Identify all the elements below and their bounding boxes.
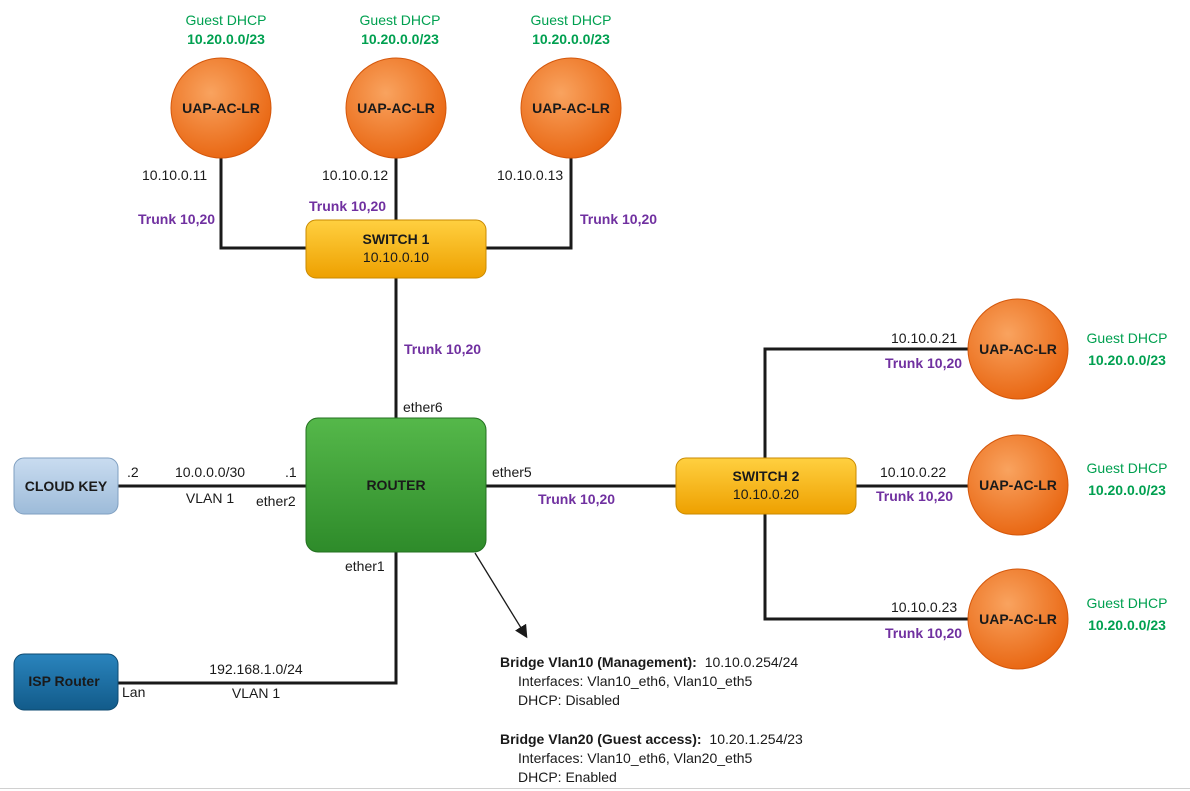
switch-ip: 10.10.0.10 xyxy=(363,249,429,265)
cloud-key-subnet: 10.0.0.0/30 xyxy=(175,464,245,480)
link-ap3-switch1 xyxy=(486,158,573,250)
router-host: .1 xyxy=(285,464,297,480)
ap-ip: 10.10.0.22 xyxy=(880,464,946,480)
bottom-divider xyxy=(0,788,1190,789)
bridge-vlan10-name: Bridge Vlan10 (Management): xyxy=(500,654,697,670)
access-point-1[interactable]: UAP-AC-LR xyxy=(170,57,272,159)
guest-dhcp-title: Guest DHCP xyxy=(1087,330,1168,346)
ap-label: UAP-AC-LR xyxy=(979,611,1057,627)
trunk-label: Trunk 10,20 xyxy=(538,491,615,507)
access-point-6[interactable]: UAP-AC-LR xyxy=(967,568,1069,670)
access-point-4[interactable]: UAP-AC-LR xyxy=(967,298,1069,400)
guest-dhcp-subnet: 10.20.0.0/23 xyxy=(1088,482,1166,498)
switch-ip: 10.10.0.20 xyxy=(733,486,799,502)
ap-label: UAP-AC-LR xyxy=(532,100,610,116)
bridge-vlan10-line: Bridge Vlan10 (Management): 10.10.0.254/… xyxy=(500,654,798,670)
cloud-key-host: .2 xyxy=(127,464,139,480)
guest-dhcp-title: Guest DHCP xyxy=(360,12,441,28)
bridge-info: Bridge Vlan10 (Management): 10.10.0.254/… xyxy=(500,654,803,785)
bridge-vlan10-interfaces: Interfaces: Vlan10_eth6, Vlan10_eth5 xyxy=(518,673,753,689)
port-ether6: ether6 xyxy=(403,399,443,415)
guest-dhcp-subnet: 10.20.0.0/23 xyxy=(1088,617,1166,633)
cloud-key[interactable]: CLOUD KEY xyxy=(13,457,119,515)
port-ether5: ether5 xyxy=(492,464,532,480)
guest-dhcp-subnet: 10.20.0.0/23 xyxy=(361,31,439,47)
ap-ip: 10.10.0.11 xyxy=(142,167,207,183)
guest-dhcp-title: Guest DHCP xyxy=(1087,460,1168,476)
bridge-vlan10-address: 10.10.0.254/24 xyxy=(705,654,799,670)
access-point-2[interactable]: UAP-AC-LR xyxy=(345,57,447,159)
port-ether2: ether2 xyxy=(256,493,296,509)
link-isp-router xyxy=(118,552,398,685)
bridge-vlan20-address: 10.20.1.254/23 xyxy=(709,731,803,747)
access-point-5[interactable]: UAP-AC-LR xyxy=(967,434,1069,536)
link-switch2-ap6 xyxy=(763,514,968,621)
bridge-vlan20-line: Bridge Vlan20 (Guest access): 10.20.1.25… xyxy=(500,731,803,747)
ap-ip: 10.10.0.23 xyxy=(891,599,957,615)
trunk-label: Trunk 10,20 xyxy=(309,198,386,214)
wires xyxy=(118,158,968,685)
guest-dhcp-title: Guest DHCP xyxy=(186,12,267,28)
trunk-label: Trunk 10,20 xyxy=(876,488,953,504)
ap-label: UAP-AC-LR xyxy=(357,100,435,116)
bridge-vlan10-dhcp: DHCP: Disabled xyxy=(518,692,620,708)
ap-label: UAP-AC-LR xyxy=(979,477,1057,493)
bridge-vlan20-dhcp: DHCP: Enabled xyxy=(518,769,617,785)
bridge-vlan20-interfaces: Interfaces: Vlan10_eth6, Vlan20_eth5 xyxy=(518,750,753,766)
guest-dhcp-subnet: 10.20.0.0/23 xyxy=(1088,352,1166,368)
link-switch2-ap4 xyxy=(763,347,968,458)
cloud-key-label: CLOUD KEY xyxy=(25,478,108,494)
switch-2[interactable]: SWITCH 2 10.10.0.20 xyxy=(675,457,857,515)
ap-label: UAP-AC-LR xyxy=(182,100,260,116)
switch-label: SWITCH 1 xyxy=(363,231,430,247)
isp-router-label: ISP Router xyxy=(28,673,100,689)
link-ap1-switch1 xyxy=(219,158,306,250)
ap-ip: 10.10.0.13 xyxy=(497,167,563,183)
isp-subnet: 192.168.1.0/24 xyxy=(209,661,303,677)
isp-port: Lan xyxy=(122,684,145,700)
guest-dhcp-subnet: 10.20.0.0/23 xyxy=(532,31,610,47)
guest-dhcp-subnet: 10.20.0.0/23 xyxy=(187,31,265,47)
access-point-3[interactable]: UAP-AC-LR xyxy=(520,57,622,159)
cloud-key-vlan: VLAN 1 xyxy=(186,490,234,506)
trunk-label: Trunk 10,20 xyxy=(885,355,962,371)
trunk-label: Trunk 10,20 xyxy=(138,211,215,227)
ap-ip: 10.10.0.12 xyxy=(322,167,388,183)
guest-dhcp-title: Guest DHCP xyxy=(531,12,612,28)
trunk-label: Trunk 10,20 xyxy=(885,625,962,641)
router[interactable]: ROUTER xyxy=(305,417,487,553)
isp-router[interactable]: ISP Router xyxy=(13,653,119,711)
bridge-arrow xyxy=(474,552,528,639)
ap-ip: 10.10.0.21 xyxy=(891,330,957,346)
switch-1[interactable]: SWITCH 1 10.10.0.10 xyxy=(305,219,487,279)
trunk-label: Trunk 10,20 xyxy=(404,341,481,357)
isp-vlan: VLAN 1 xyxy=(232,685,280,701)
bridge-vlan20-name: Bridge Vlan20 (Guest access): xyxy=(500,731,702,747)
router-label: ROUTER xyxy=(366,477,425,493)
switch-label: SWITCH 2 xyxy=(733,468,800,484)
ap-label: UAP-AC-LR xyxy=(979,341,1057,357)
trunk-label: Trunk 10,20 xyxy=(580,211,657,227)
port-ether1: ether1 xyxy=(345,558,385,574)
guest-dhcp-title: Guest DHCP xyxy=(1087,595,1168,611)
